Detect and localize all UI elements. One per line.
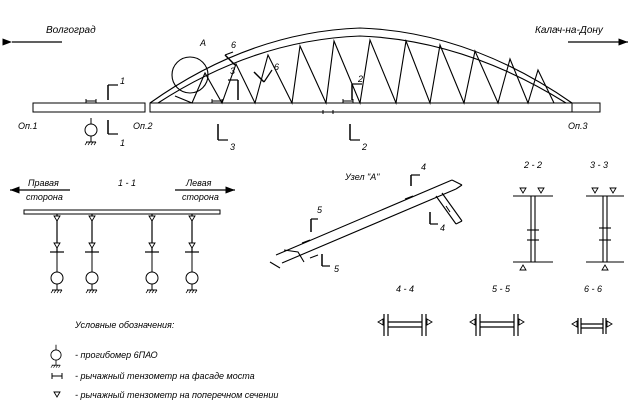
section-2-top-label: 2 [357,74,363,84]
section-cut-2: 2 2 [349,74,367,152]
deflectometer-icon [50,344,62,369]
section-2-2: 2 - 2 [513,160,553,271]
lever-strain-gauge-facade-icon [51,373,63,379]
right-side-label-2: сторона [26,192,63,202]
node-a-circle [171,56,209,94]
section-4-4-title: 4 - 4 [396,284,414,294]
section-3-3: 3 - 3 [586,160,624,271]
arch-truss [149,27,573,106]
section-3-bottom-label: 3 [230,142,235,152]
section-6-6: 6 - 6 [571,284,613,334]
section-6-label-b: 6 [274,62,279,72]
section-5-bottom-label: 5 [334,264,340,274]
support-op2-label: Оп.2 [133,121,152,131]
right-side-label-1: Правая [28,178,59,188]
legend-item-deflectometer: - прогибомер 6ПАО [75,350,158,360]
node-a-label: А [199,38,206,48]
section-cut-5: 5 5 [310,205,340,274]
section-cut-1: 1 1 [107,76,125,148]
section-cut-6: 6 6 [224,40,279,83]
direction-left-label: Волгоград [46,25,96,36]
section-1-bottom-label: 1 [120,138,125,148]
section-5-top-label: 5 [317,205,323,215]
section-1-1-title: 1 - 1 [118,178,136,188]
left-side-label-1: Левая [185,178,212,188]
legend-title: Условные обозначения: [74,320,175,330]
direction-right-label: Калач-на-Дону [535,25,604,36]
left-side-label-2: сторона [182,192,219,202]
legend-item-section-gauge: - рычажный тензометр на поперечном сечен… [75,390,278,400]
section-5-5: 5 - 5 [469,284,525,336]
section-3-3-title: 3 - 3 [590,160,608,170]
direction-left: Волгоград [2,25,96,46]
node-a-title: Узел "А" [344,172,380,182]
section-cut-4: 4 4 [410,162,445,233]
deflectometer-op1 [84,117,98,146]
section-6-label-a: 6 [231,40,236,50]
node-a-detail: Узел "А" 4 4 5 [269,162,463,274]
section-4-bottom-label: 4 [440,223,445,233]
section-2-bottom-label: 2 [361,142,367,152]
main-deck [149,102,573,113]
section-1-top-label: 1 [120,76,125,86]
support-op1-label: Оп.1 [18,121,37,131]
section-2-2-title: 2 - 2 [523,160,542,170]
legend: Условные обозначения: - прогибомер 6ПАО … [50,320,278,400]
section-cut-3: 3 3 [217,66,239,152]
section-4-top-label: 4 [421,162,426,172]
lever-strain-gauge-section-icon [53,391,61,398]
section-4-4: 4 - 4 [377,284,433,336]
section-3-top-label: 3 [230,66,235,76]
section-1-1: 1 - 1 Правая сторона Левая сторона [10,178,235,294]
right-approach [571,102,601,113]
section-5-5-title: 5 - 5 [492,284,511,294]
section-6-6-title: 6 - 6 [584,284,602,294]
facade-gauges [85,99,354,114]
support-op3-label: Оп.3 [568,121,587,131]
legend-item-facade-gauge: - рычажный тензометр на фасаде моста [75,371,255,381]
direction-right: Калач-на-Дону [535,25,628,46]
approach-span [32,102,146,113]
